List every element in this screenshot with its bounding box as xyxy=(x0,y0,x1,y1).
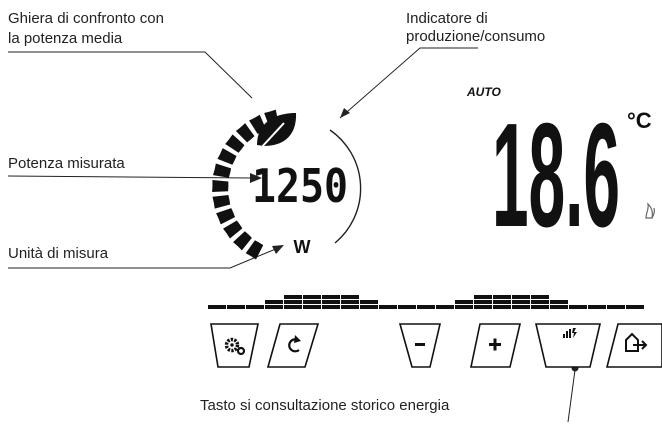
bar-segment xyxy=(284,300,302,304)
bar-segment xyxy=(531,295,549,299)
bar-segment xyxy=(455,305,473,309)
callout-indicator-line2: produzione/consumo xyxy=(406,28,546,45)
plus-icon xyxy=(489,338,501,351)
bar-segment xyxy=(512,295,530,299)
bar-segment xyxy=(626,305,644,309)
bar-segment xyxy=(417,305,435,309)
bar-segment xyxy=(322,300,340,304)
bar-segment xyxy=(360,300,378,304)
bar-segment xyxy=(550,300,568,304)
callout-lines xyxy=(7,47,579,423)
energy-bar-graph xyxy=(208,295,644,309)
gears-icon xyxy=(224,337,246,356)
callout-ring-line1: Ghiera di confronto con xyxy=(8,10,164,27)
energy-history-button[interactable] xyxy=(534,323,602,368)
reset-button[interactable] xyxy=(266,323,320,368)
bar-segment xyxy=(493,300,511,304)
ring-segment xyxy=(213,163,232,178)
bar-segment xyxy=(588,305,606,309)
ring-segment xyxy=(245,240,264,260)
bar-segment xyxy=(550,305,568,309)
bar-segment xyxy=(227,305,245,309)
bar-segment xyxy=(284,305,302,309)
ring-segment xyxy=(233,231,252,251)
bar-segment xyxy=(474,300,492,304)
plus-button[interactable] xyxy=(470,323,522,368)
bar-segment xyxy=(341,295,359,299)
callout-unit-of-measure: Unità di misura xyxy=(8,245,109,262)
ring-segment xyxy=(217,148,237,165)
bar-segment xyxy=(341,300,359,304)
callout-indicator-line1: Indicatore di xyxy=(406,10,488,27)
ring-segment xyxy=(216,208,235,225)
callout-ring-line2: la potenza media xyxy=(8,30,123,47)
ring-segment xyxy=(223,220,243,239)
bar-segment xyxy=(303,305,321,309)
callout-history-key: Tasto si consultazione storico energia xyxy=(200,397,450,414)
bar-segment xyxy=(322,305,340,309)
bar-segment xyxy=(436,305,454,309)
bar-segment xyxy=(341,305,359,309)
bar-segment xyxy=(265,300,283,304)
exit-icon xyxy=(625,332,648,352)
bar-segment xyxy=(379,305,397,309)
callout-power-measured: Potenza misurata xyxy=(8,155,125,172)
power-unit: W xyxy=(294,237,311,257)
bar-segment xyxy=(265,305,283,309)
ring-outline xyxy=(329,129,362,244)
bar-segment xyxy=(284,295,302,299)
bar-segment xyxy=(531,300,549,304)
bar-segment xyxy=(531,305,549,309)
minus-icon xyxy=(415,343,425,346)
temperature-value: 18.6 xyxy=(492,93,620,258)
ring-segment xyxy=(212,179,229,192)
mode-label: AUTO xyxy=(466,85,501,99)
bar-segment xyxy=(455,300,473,304)
energy-chart-icon xyxy=(563,328,577,338)
bar-segment xyxy=(474,305,492,309)
bar-segment xyxy=(303,300,321,304)
bar-segment xyxy=(303,295,321,299)
bar-segment xyxy=(474,295,492,299)
ring-segment xyxy=(212,195,231,209)
minus-button[interactable] xyxy=(398,323,442,368)
temperature-unit: °C xyxy=(627,108,652,133)
ring-segment xyxy=(235,123,255,143)
bar-segment xyxy=(246,305,264,309)
power-value: 1250 xyxy=(252,159,348,213)
bar-segment xyxy=(607,305,625,309)
bar-segment xyxy=(208,305,226,309)
settings-button[interactable] xyxy=(210,323,259,368)
bar-segment xyxy=(360,305,378,309)
leaf-icon xyxy=(257,113,297,150)
bar-segment xyxy=(322,295,340,299)
refresh-icon xyxy=(288,335,301,353)
bar-segment xyxy=(493,295,511,299)
bar-segment xyxy=(493,305,511,309)
bar-segment xyxy=(569,305,587,309)
bar-segment xyxy=(512,305,530,309)
flame-icon xyxy=(645,202,655,219)
bar-segment xyxy=(398,305,416,309)
exit-button[interactable] xyxy=(605,323,662,368)
ring-segment xyxy=(225,134,245,153)
bar-segment xyxy=(512,300,530,304)
